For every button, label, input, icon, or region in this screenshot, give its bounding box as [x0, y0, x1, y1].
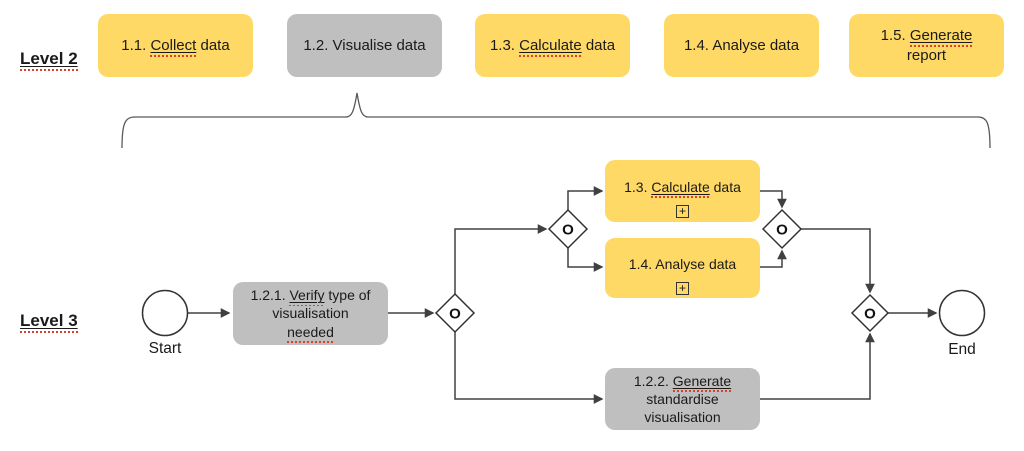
subprocess-calculate-data: 1.3. Calculate data [605, 160, 760, 222]
gateway1-diamond [434, 292, 476, 334]
task-verify-visualisation-type: 1.2.1. Verify type of visualisation need… [233, 282, 388, 345]
gateway4-symbol: O [864, 306, 876, 323]
subprocess-plus-icon: + [676, 282, 689, 295]
gateway3-diamond [761, 208, 803, 250]
task-analyse-data: 1.4. Analyse data [664, 14, 819, 77]
conn-gateway3-to-gateway4 [801, 228, 875, 294]
start-event-label: Start [148, 340, 182, 357]
brace-decoration [121, 92, 991, 149]
task-visualise-data: 1.2. Visualise data [287, 14, 442, 77]
gateway1-symbol: O [449, 306, 461, 323]
task-generate-report: 1.5. Generate report [849, 14, 1004, 77]
conn-gateway2-to-analyse [567, 248, 604, 272]
subprocess-plus-icon: + [676, 205, 689, 218]
gateway3-symbol: O [776, 222, 788, 239]
conn-calculate-to-gateway3 [760, 190, 787, 209]
subprocess-analyse-data: 1.4. Analyse data [605, 238, 760, 298]
start-event-circle [141, 289, 189, 337]
task-generate-standardise-visualisation: 1.2.2. Generate standardise visualisatio… [605, 368, 760, 430]
gateway4-diamond [850, 293, 890, 333]
conn-gateway1-to-gateway2 [454, 224, 548, 294]
gateway2-diamond [547, 208, 589, 250]
end-event-label: End [948, 341, 976, 358]
conn-gateway2-to-calculate [567, 186, 604, 210]
conn-analyse-to-gateway3 [760, 249, 787, 268]
gateway2-symbol: O [562, 222, 574, 239]
end-event-circle [938, 289, 986, 337]
level3-label: Level 3 [20, 311, 78, 333]
task-calculate-data: 1.3. Calculate data [475, 14, 630, 77]
task-collect-data: 1.1. Collect data [98, 14, 253, 77]
conn-generate-to-gateway4 [760, 332, 875, 400]
conn-gateway1-to-generate [454, 332, 604, 404]
level2-label: Level 2 [20, 49, 78, 71]
